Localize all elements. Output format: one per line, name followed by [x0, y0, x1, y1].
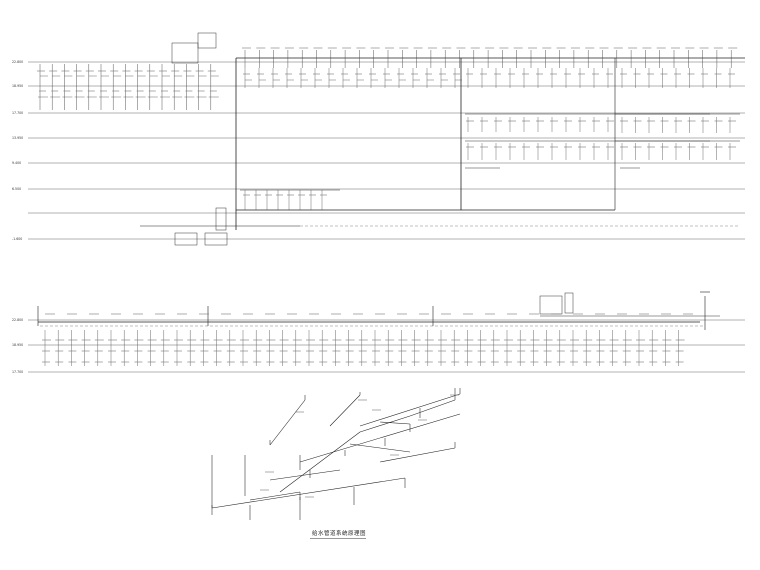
isometric-pipe [269, 399, 306, 446]
isometric-pipe [379, 421, 411, 425]
isometric-pipe [249, 491, 301, 501]
isometric-pipe [409, 399, 456, 417]
level-label: 18.950 [12, 84, 23, 88]
middle-riser-diagram: 22.800 18.950 17.700 [12, 291, 745, 374]
isometric-pipe [359, 415, 411, 433]
isometric-pipe [379, 447, 456, 463]
upper-riser-diagram: 22.800 18.950 17.700 13.950 9.400 6.500 -1.600 [12, 32, 745, 246]
level-label: 6.500 [12, 187, 21, 191]
isometric-pipe [211, 477, 406, 509]
isometric-pipe [299, 413, 461, 463]
equipment-box [215, 207, 227, 231]
level-label: 13.950 [12, 136, 23, 140]
pump-box [174, 232, 198, 246]
level-label: 22.800 [12, 60, 23, 64]
level-label: -1.600 [12, 237, 22, 241]
isometric-pipe [329, 394, 361, 427]
pump-box [204, 232, 228, 246]
isometric-pipe [349, 443, 411, 453]
caption-group: 给水管道系统原理图 [310, 529, 366, 539]
isometric-pipe [359, 393, 461, 427]
tank-box [197, 32, 217, 49]
tank-box [171, 42, 199, 64]
level-label: 17.700 [12, 370, 23, 374]
level-label: 22.800 [12, 318, 23, 322]
level-label: 17.700 [12, 111, 23, 115]
isometric-pipe [269, 469, 341, 481]
equipment-box [564, 292, 574, 314]
level-label: 9.400 [12, 161, 21, 165]
isometric-pipe [279, 431, 361, 493]
isometric-pipe-diagram [211, 388, 461, 520]
level-label: 18.950 [12, 343, 23, 347]
drawing-caption: 给水管道系统原理图 [312, 529, 366, 537]
tank-box [539, 295, 563, 315]
